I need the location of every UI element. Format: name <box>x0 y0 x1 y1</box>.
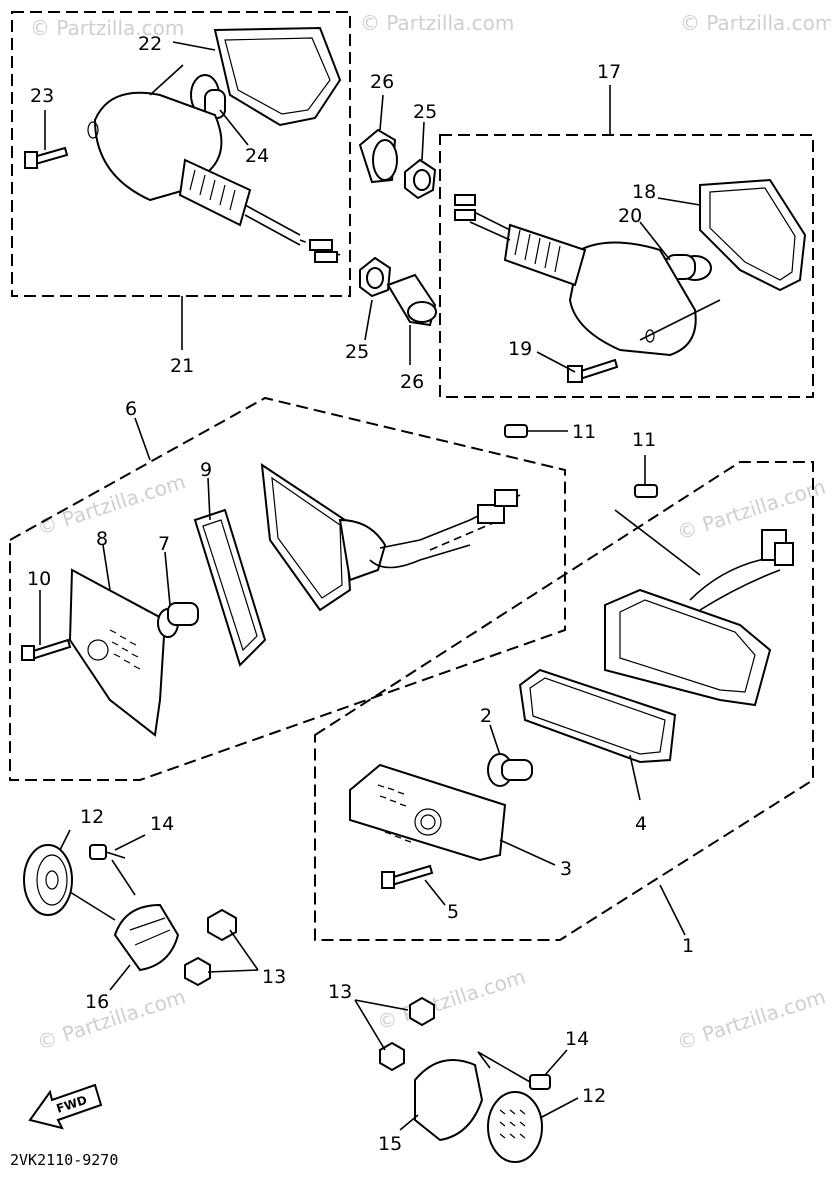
fwd-arrow-icon <box>28 1083 103 1130</box>
nut-13-left-b <box>184 956 211 987</box>
reflector-12-left <box>23 844 73 916</box>
callout-5: 5 <box>447 901 459 923</box>
assembly-1: 1 11 2 4 3 5 <box>314 429 814 957</box>
callout-17: 17 <box>597 61 621 83</box>
gasket-9 <box>193 508 267 667</box>
grommets: 26 25 25 26 <box>345 71 437 393</box>
assembly-17-boundary <box>439 134 814 398</box>
callout-7: 7 <box>158 533 170 555</box>
watermark: © Partzilla.com <box>374 964 528 1035</box>
assembly-21-boundary <box>11 11 351 297</box>
callout-24: 24 <box>245 145 269 167</box>
watermark: © Partzilla.com <box>34 984 188 1055</box>
screw-14-left <box>89 844 107 860</box>
watermark: © Partzilla.com <box>360 11 514 35</box>
callout-23: 23 <box>30 85 54 107</box>
nut-13-right-b <box>379 1041 405 1072</box>
bracket-16 <box>113 903 180 972</box>
reflector-right: 13 14 12 15 <box>328 981 606 1163</box>
assembly-6-boundary <box>9 396 566 781</box>
callout-11-right: 11 <box>632 429 656 451</box>
callout-3: 3 <box>560 858 572 880</box>
lens-8 <box>68 568 167 737</box>
callout-14-right: 14 <box>565 1028 589 1050</box>
callout-22: 22 <box>138 33 162 55</box>
screw-14-right <box>529 1074 551 1090</box>
diagram-code: 2VK2110-9270 <box>10 1151 118 1169</box>
lens-22 <box>213 26 342 127</box>
stem-21 <box>178 158 252 227</box>
reflector-12-right <box>487 1091 543 1163</box>
callout-14-left: 14 <box>150 813 174 835</box>
callout-20: 20 <box>618 205 642 227</box>
bracket-15 <box>414 1059 484 1142</box>
callout-15: 15 <box>378 1133 402 1155</box>
callout-25-upper: 25 <box>413 101 437 123</box>
assembly-17: 17 18 20 19 <box>439 61 814 398</box>
watermark: © Partzilla.com <box>674 474 828 545</box>
callout-8: 8 <box>96 528 108 550</box>
watermark: © Partzilla.com <box>30 16 184 40</box>
callout-25-lower: 25 <box>345 341 369 363</box>
screw-11-right <box>634 484 658 498</box>
lens-18 <box>699 178 807 292</box>
assembly-21: 22 23 24 21 <box>11 11 351 377</box>
callout-6: 6 <box>125 398 137 420</box>
callout-12-left: 12 <box>80 806 104 828</box>
housing-1 <box>604 588 772 707</box>
fwd-arrow: FWD <box>28 1083 103 1130</box>
housing-17 <box>568 241 697 357</box>
watermark: © Partzilla.com <box>34 469 188 540</box>
gasket-4 <box>518 668 677 764</box>
watermark: © Partzilla.com <box>680 11 831 35</box>
watermark: © Partzilla.com <box>674 984 828 1055</box>
nut-13-left-a <box>207 908 237 942</box>
screw-11-upper <box>504 424 528 438</box>
callout-4: 4 <box>635 813 647 835</box>
callout-2: 2 <box>480 705 492 727</box>
callout-13-right: 13 <box>328 981 352 1003</box>
stem-17 <box>503 223 587 287</box>
callout-1: 1 <box>682 935 694 957</box>
housing-6 <box>260 462 352 612</box>
screw-10 <box>28 638 72 661</box>
callout-16: 16 <box>85 991 109 1013</box>
nut-13-right-a <box>409 996 435 1027</box>
lens-3 <box>349 763 507 862</box>
callout-26-lower: 26 <box>400 371 424 393</box>
callout-19: 19 <box>508 338 532 360</box>
assembly-1-boundary <box>314 461 814 941</box>
screw-19 <box>576 358 619 381</box>
callout-11-upper: 11 <box>572 421 596 443</box>
reflector-left: 12 14 13 16 <box>23 806 286 1013</box>
callout-26-upper: 26 <box>370 71 394 93</box>
callout-13-left: 13 <box>262 966 286 988</box>
callout-9: 9 <box>200 459 212 481</box>
callout-18: 18 <box>632 181 656 203</box>
assembly-6: 6 8 7 9 10 11 <box>9 396 596 781</box>
callout-10: 10 <box>27 568 51 590</box>
callout-12-right: 12 <box>582 1085 606 1107</box>
callout-21: 21 <box>170 355 194 377</box>
